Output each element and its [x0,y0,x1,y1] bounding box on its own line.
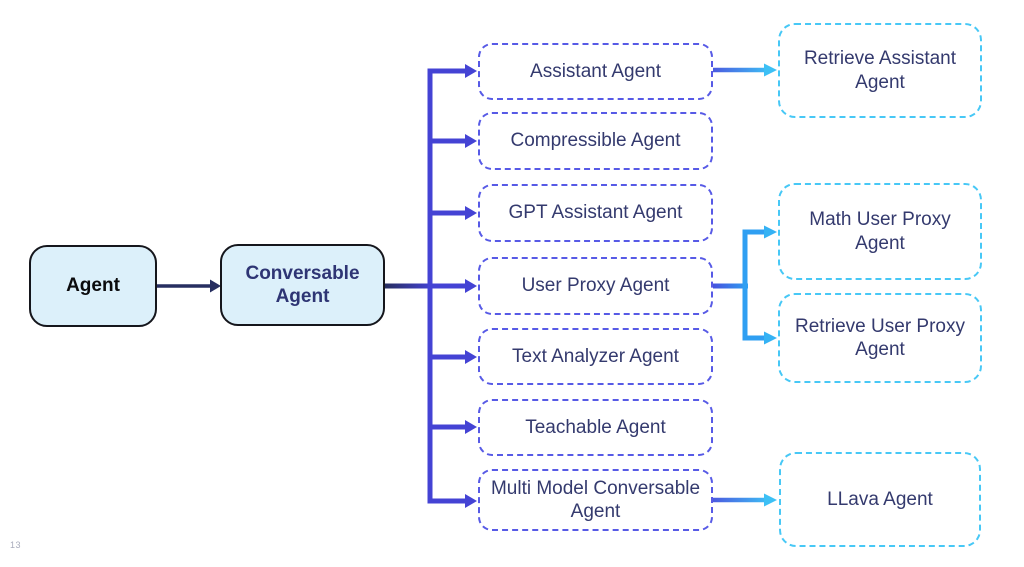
node-multi-model-conversable-agent: Multi Model Conversable Agent [478,469,713,531]
node-retrieve-user-proxy-agent: Retrieve User Proxy Agent [778,293,982,383]
node-math-user-proxy-agent-label: Math User Proxy Agent [809,209,951,254]
node-assistant-agent: Assistant Agent [478,43,713,100]
connector-trunk-branches [428,68,466,504]
node-compressible-agent: Compressible Agent [478,112,713,170]
node-text-analyzer-agent: Text Analyzer Agent [478,328,713,385]
node-agent-label: Agent [66,275,120,297]
node-conversable-agent: Conversable Agent [220,244,385,326]
node-user-proxy-agent: User Proxy Agent [478,257,713,315]
node-teachable-agent-label: Teachable Agent [525,416,666,438]
node-compressible-agent-label: Compressible Agent [510,130,681,152]
arrowhead-userproxy-to-retrieve [764,331,777,345]
node-teachable-agent: Teachable Agent [478,399,713,456]
node-user-proxy-agent-label: User Proxy Agent [521,275,670,297]
node-multi-model-conversable-agent-label: Multi Model Conversable Agent [490,477,701,522]
node-conversable-agent-label: Conversable Agent [245,262,360,307]
node-retrieve-user-proxy-agent-label: Retrieve User Proxy Agent [795,315,965,360]
arrowheads-trunk-branches [465,64,477,508]
node-retrieve-assistant-agent: Retrieve Assistant Agent [778,23,982,118]
arrowhead-agent-to-conversable [210,279,221,293]
node-llava-agent: LLava Agent [779,452,981,547]
arrowhead-userproxy-to-math [764,225,777,239]
node-agent: Agent [29,245,157,327]
node-retrieve-assistant-agent-label: Retrieve Assistant Agent [803,48,957,93]
node-text-analyzer-agent-label: Text Analyzer Agent [512,345,679,367]
node-math-user-proxy-agent: Math User Proxy Agent [778,183,982,280]
arrowhead-assistant-to-retrieve [764,63,777,77]
node-gpt-assistant-agent: GPT Assistant Agent [478,184,713,242]
arrowhead-multimodel-to-llava [764,493,777,507]
page-number: 13 [10,540,22,550]
node-assistant-agent-label: Assistant Agent [530,60,661,82]
node-gpt-assistant-agent-label: GPT Assistant Agent [508,202,683,224]
node-llava-agent-label: LLava Agent [827,488,933,510]
